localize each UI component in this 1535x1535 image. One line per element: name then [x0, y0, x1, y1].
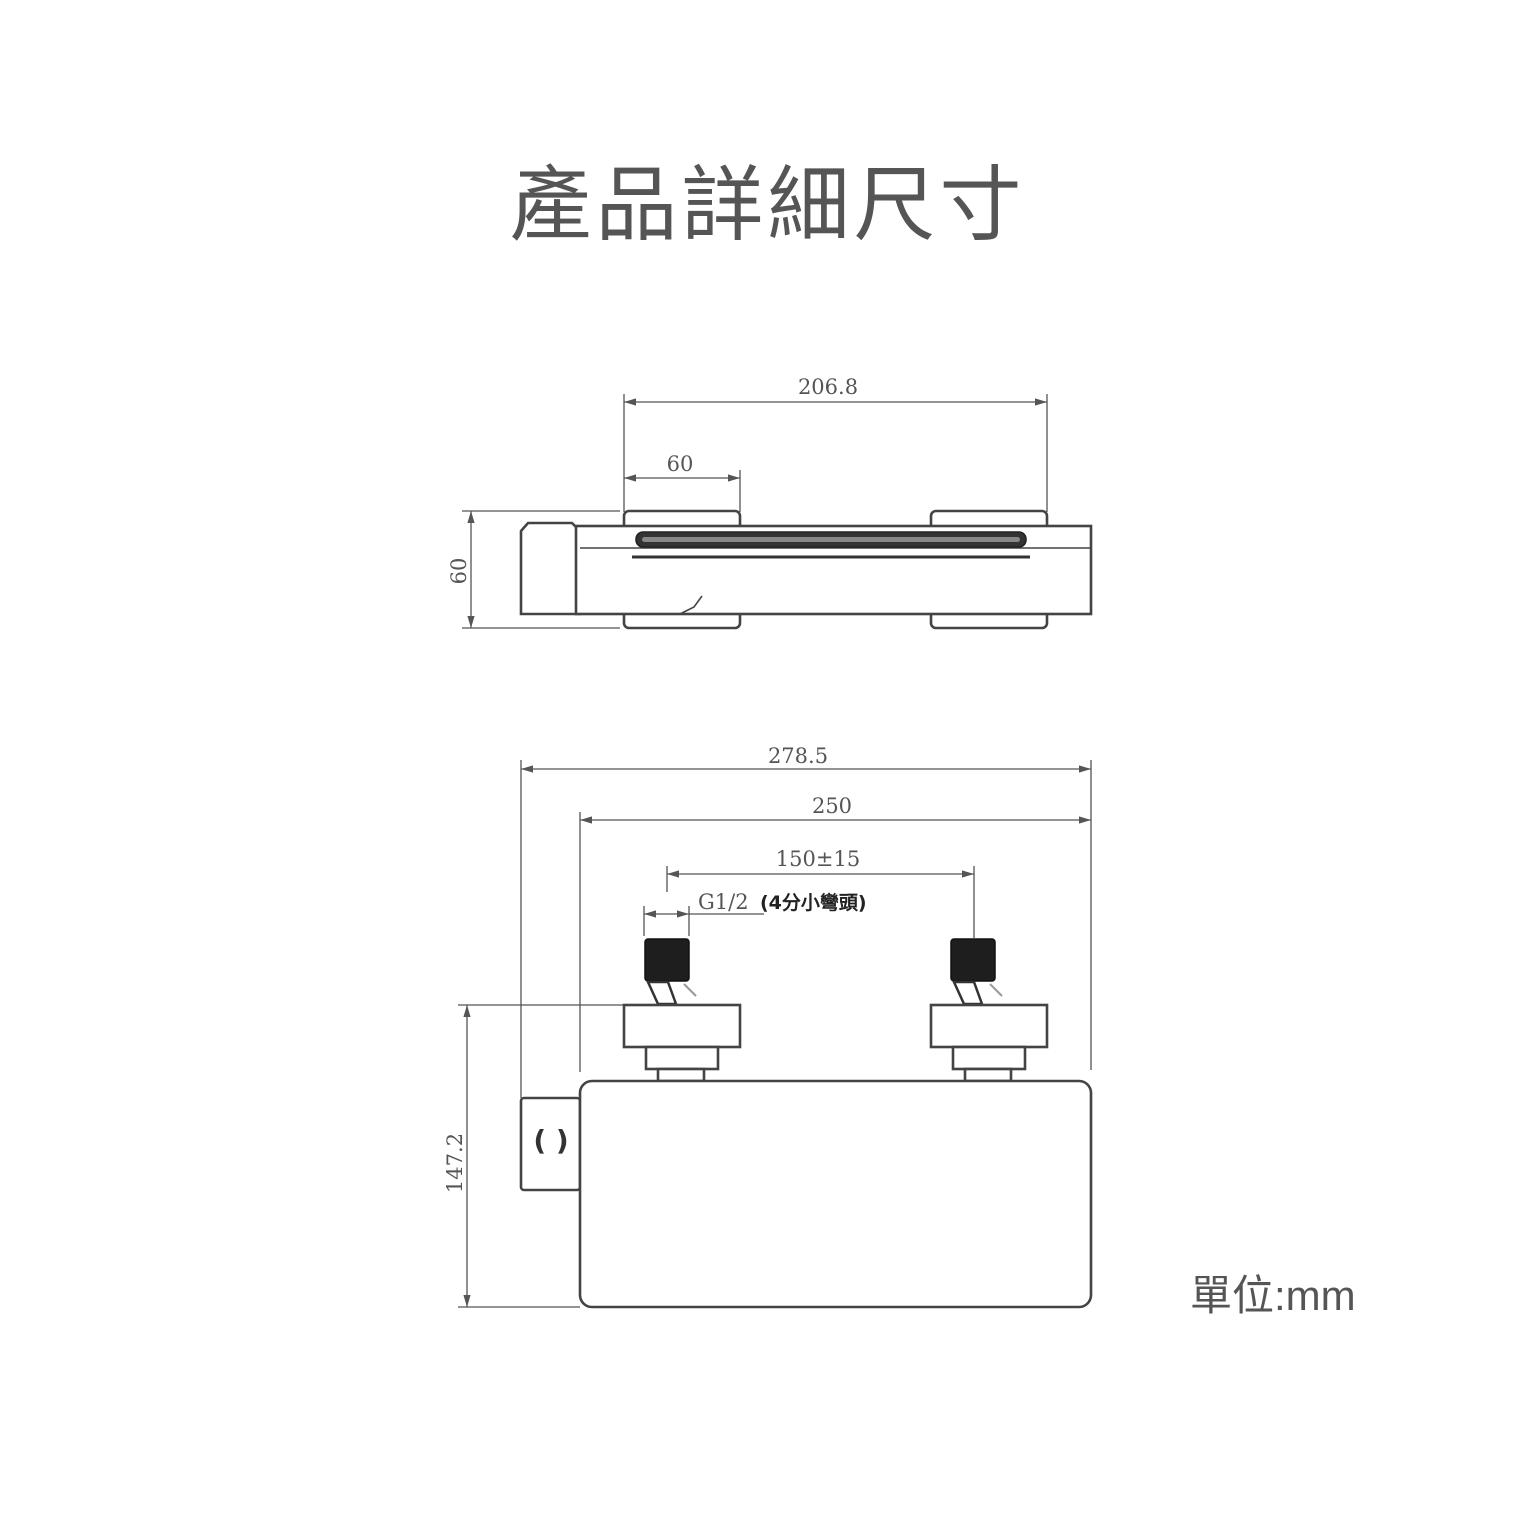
dim-label-150-15: 150±15 — [776, 847, 860, 871]
dimension-thread: G1/2 (4分小彎頭) — [643, 890, 867, 936]
mixer-body-front — [578, 1079, 1093, 1309]
mixer-top-outline — [519, 509, 1093, 630]
inlet-left — [622, 938, 742, 1083]
control-glyph: ( ) — [533, 1124, 568, 1157]
dim-label-250: 250 — [812, 794, 852, 818]
dimension-handle-width: 60 — [624, 452, 741, 512]
front-view: 278.5 250 150±15 G1/2 (4分小彎頭) — [443, 744, 1093, 1309]
dim-label-206-8: 206.8 — [798, 375, 858, 399]
dimension-body-width: 250 — [579, 794, 1091, 1072]
dimension-height: 147.2 — [443, 1004, 624, 1308]
dim-label-147-2: 147.2 — [443, 1133, 467, 1193]
control-knob: ( ) — [519, 1096, 582, 1192]
dimension-overall-width: 206.8 — [623, 375, 1048, 512]
unit-label: 單位:mm — [1190, 1272, 1356, 1319]
top-view: 206.8 60 60 — [447, 375, 1093, 630]
inlet-right — [929, 938, 1049, 1083]
dimension-inlet-spacing: 150±15 — [666, 847, 975, 938]
page-title: 產品詳細尺寸 — [509, 158, 1026, 253]
dimension-depth: 60 — [447, 510, 620, 629]
dim-label-60-top: 60 — [667, 452, 694, 476]
dim-label-278-5: 278.5 — [768, 744, 828, 768]
dim-label-g1-2: G1/2 — [698, 890, 749, 914]
dim-label-60-side: 60 — [447, 558, 471, 585]
dimension-total-width: 278.5 — [520, 744, 1092, 1098]
thread-note: (4分小彎頭) — [760, 891, 867, 914]
